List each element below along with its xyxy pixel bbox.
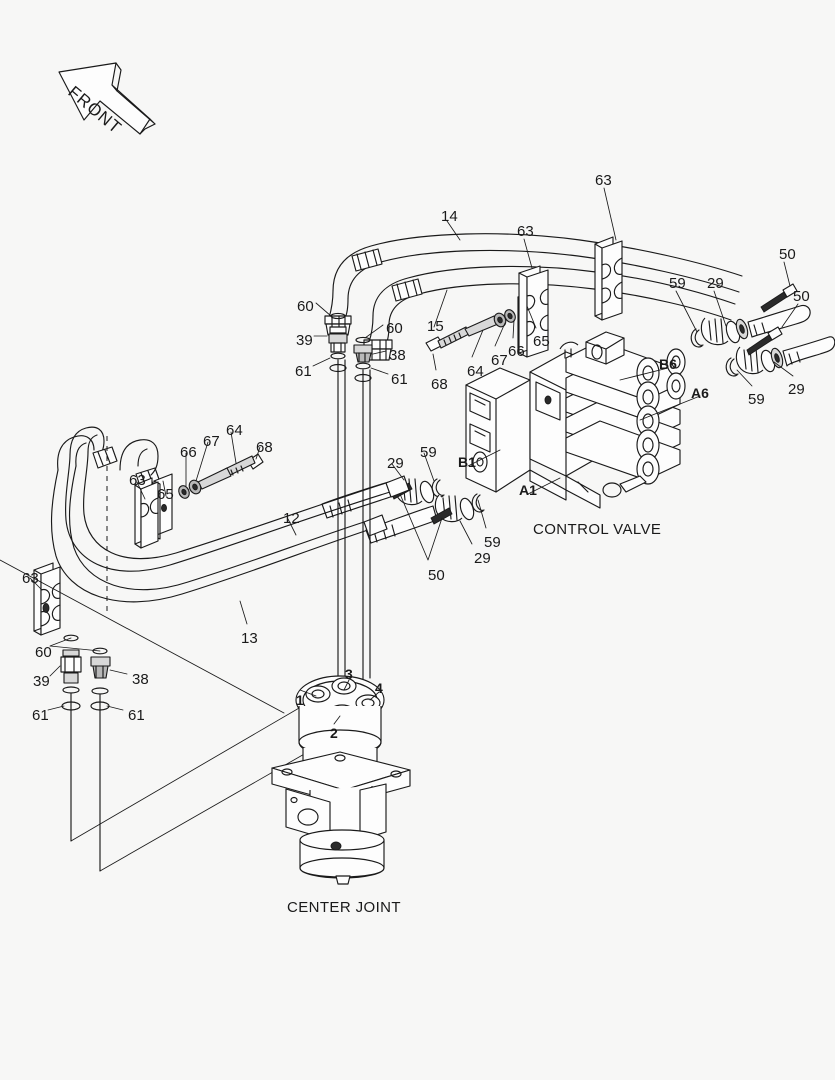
callout-15: 15 [427,318,444,335]
fitting-39-lower [60,634,82,694]
callout-59-top-right-2: 59 [748,391,765,408]
callout-60-lower: 60 [35,644,52,661]
callout-60-b: 60 [386,320,403,337]
port-label-b6: B6 [659,356,677,372]
label-control-valve: CONTROL VALVE [533,521,662,538]
callout-29-mid: 29 [387,455,404,472]
callout-63-top: 63 [595,172,612,189]
callout-39-top: 39 [296,332,313,349]
callout-29-top-right: 29 [707,275,724,292]
port-label-a1: A1 [519,482,537,498]
joint-port-3: 3 [345,666,353,682]
callout-66-left: 66 [180,444,197,461]
callout-38-top: 38 [389,347,406,364]
callout-61-b: 61 [391,371,408,388]
clamp-63-mid [518,265,549,358]
hose-12 [65,451,391,572]
fitting-38-lower [90,647,111,695]
callout-63-mid: 63 [517,223,534,240]
hose-end-a1 [365,493,485,544]
hose-cuffs-top [351,248,423,302]
control-valve-assembly [465,331,686,509]
callout-59-mid-2: 59 [484,534,501,551]
callout-leaders [29,187,799,725]
callout-61-lower-b: 61 [128,707,145,724]
callout-59-top-right: 59 [669,275,686,292]
hose-end-b6 [690,283,811,348]
callout-50-top-right-1: 50 [779,246,796,263]
joint-port-4: 4 [375,680,383,696]
vertical-tubes [70,359,371,872]
callout-68-top: 68 [431,376,448,393]
fitting-39-top [328,312,348,360]
port-label-a6: A6 [691,385,709,401]
label-center-joint: CENTER JOINT [287,899,401,916]
clamp-63-left [134,477,159,549]
callout-61-a: 61 [295,363,312,380]
callout-59-mid: 59 [420,444,437,461]
callout-29-mid-2: 29 [474,550,491,567]
hose-elbows-left [57,426,410,537]
callout-67-top: 67 [491,352,508,369]
center-joint-assembly [271,675,411,885]
callout-63-far-left: 63 [22,570,39,587]
hose-end-a6 [725,326,835,377]
front-arrow-icon [58,62,156,135]
joint-port-1: 1 [296,692,304,708]
callout-66-top: 66 [508,343,525,360]
callout-65-left: 65 [157,486,174,503]
callout-50-mid: 50 [428,567,445,584]
callout-14: 14 [441,208,458,225]
port-label-b1: B1 [458,454,476,470]
clamp-63-far-left [33,562,61,636]
hose-13 [50,465,369,603]
callout-38-lower: 38 [132,671,149,688]
callout-65-top: 65 [533,333,550,350]
callout-63-left: 63 [129,472,146,489]
clamp-63-top [594,236,623,321]
callout-50-top-right-2: 50 [793,288,810,305]
joint-port-2: 2 [330,725,338,741]
callout-60-a: 60 [297,298,314,315]
callout-13: 13 [241,630,258,647]
fitting-38-top [353,336,373,370]
callout-64-left: 64 [226,422,243,439]
callout-39-lower: 39 [33,673,50,690]
callout-64-top: 64 [467,363,484,380]
callout-68-left: 68 [256,439,273,456]
callout-61-lower-a: 61 [32,707,49,724]
callout-29-top-right-2: 29 [788,381,805,398]
callout-12: 12 [283,510,300,527]
callout-67-left: 67 [203,433,220,450]
